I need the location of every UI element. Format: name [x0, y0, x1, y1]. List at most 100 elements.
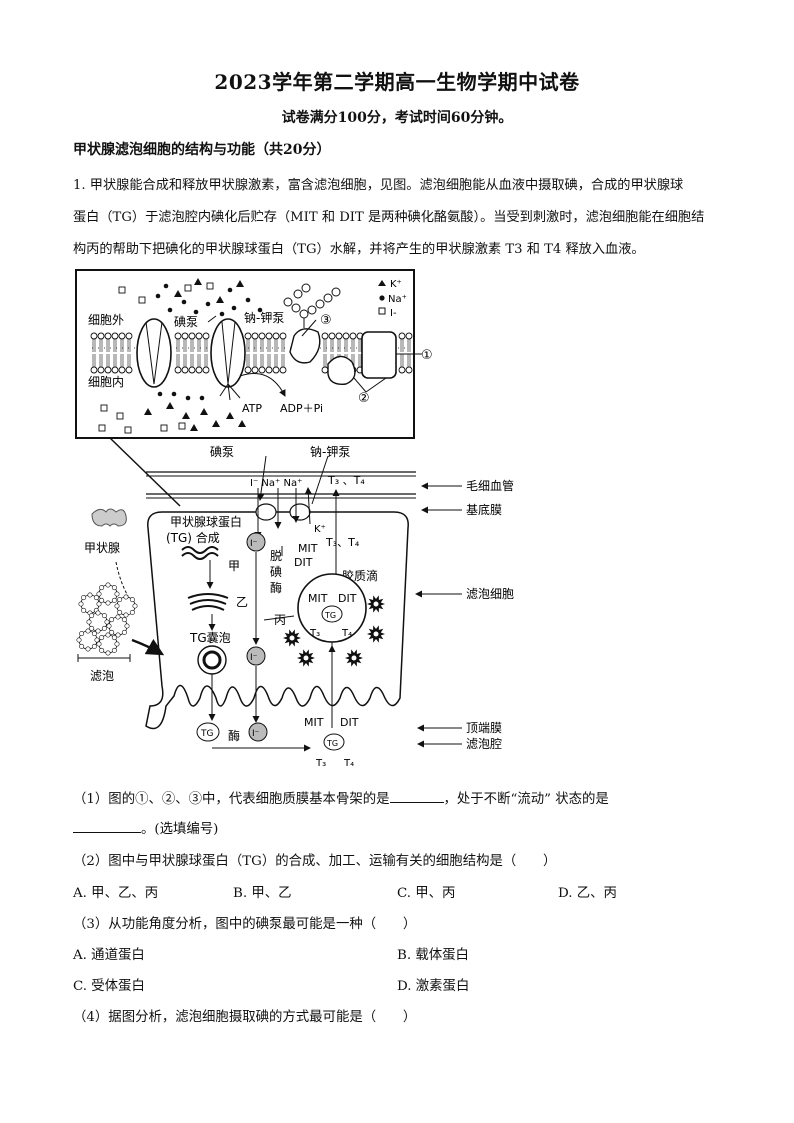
label-deiodinase-2: 碘: [270, 565, 282, 579]
label-deiodinase-3: 酶: [270, 580, 282, 595]
potassium-ion: [174, 290, 182, 297]
q3-option-b[interactable]: B. 载体蛋白: [397, 948, 469, 963]
q3-option-d[interactable]: D. 激素蛋白: [397, 979, 470, 994]
lipid-head: [104, 366, 112, 374]
iodide-ion: [206, 282, 214, 290]
label-tg-synthesis-1: 甲状腺球蛋白: [170, 514, 242, 529]
label-dit-1: DIT: [294, 556, 313, 569]
potassium-ion: [212, 420, 220, 427]
potassium-ion: [194, 278, 202, 285]
label-follicle: 滤泡: [90, 669, 114, 683]
iodide-ion: [124, 426, 132, 434]
label-outside: 细胞外: [88, 313, 124, 327]
iodide-ion: [184, 284, 192, 292]
lipid-head: [195, 332, 203, 340]
lipid-head: [125, 366, 133, 374]
q3-option-a[interactable]: A. 通道蛋白: [73, 948, 145, 963]
lipid-head: [265, 332, 273, 340]
label-tg-vesicle: TG囊泡: [189, 630, 231, 645]
label-jia: 甲: [228, 559, 240, 573]
lipid-head: [188, 332, 196, 340]
lipid-head: [279, 332, 287, 340]
label-3: ③: [320, 313, 332, 328]
subquestion-3: （3）从功能角度分析，图中的碘泵最可能是一种（ ）: [73, 917, 417, 932]
potassium-ion: [226, 412, 234, 419]
iodide-1: I⁻: [250, 539, 258, 549]
subquestion-2: （2）图中与甲状腺球蛋白（TG）的合成、加工、运输有关的细胞结构是（ ）: [73, 854, 557, 869]
q2-option-c[interactable]: C. 甲、丙: [397, 886, 456, 901]
label-inside: 细胞内: [88, 375, 124, 389]
lipid-head: [251, 366, 259, 374]
lipid-head: [321, 332, 329, 340]
bottom-mit: MIT: [304, 716, 324, 729]
iodide-ion: [138, 296, 146, 304]
capillary-wall: [146, 471, 416, 499]
iodide-ion: [178, 422, 186, 430]
label-deiodinase-1: 脱: [270, 548, 282, 563]
lipid-head: [181, 366, 189, 374]
colloid-tg: TG: [324, 611, 336, 620]
label-enzyme: 酶: [228, 728, 240, 743]
label-lumen: 滤泡腔: [466, 736, 502, 751]
q3-option-c[interactable]: C. 受体蛋白: [73, 979, 145, 994]
follicle-cluster: [76, 582, 138, 656]
iodide-ion: [116, 412, 124, 420]
sodium-ion: [157, 391, 163, 397]
lipid-head: [202, 332, 210, 340]
colloid-t4: T₄: [341, 628, 352, 639]
bottom-t3: T₃: [315, 758, 326, 769]
sodium-ion: [219, 311, 225, 317]
er-structure: [181, 546, 219, 554]
sodium-ion: [205, 301, 211, 307]
lipid-head: [272, 366, 280, 374]
thyroid-illustration: 甲状腺: [84, 508, 129, 597]
iodide-ion: [118, 286, 126, 294]
lipid-head: [118, 332, 126, 340]
tg-bottom-left: TG: [200, 729, 213, 739]
lipid-head: [111, 332, 119, 340]
sodium-ion: [231, 305, 237, 311]
potassium-ion: [182, 412, 190, 419]
lipid-head: [174, 332, 182, 340]
label-follicle-cell: 滤泡细胞: [466, 587, 514, 601]
q2-option-a[interactable]: A. 甲、乙、丙: [73, 886, 159, 901]
potassium-ion: [166, 402, 174, 409]
cell-label-t3t4-top: T₃ 、T₄: [327, 474, 365, 487]
exam-info: 试卷满分100分，考试时间60分钟。: [281, 110, 513, 126]
potassium-ion: [216, 296, 224, 303]
iodide-ion: [100, 404, 108, 412]
ions-outside: [118, 278, 263, 317]
lipid-head: [321, 366, 329, 374]
label-thyroid: 甲状腺: [84, 541, 120, 555]
stem-line-2: 蛋白（TG）于滤泡腔内碘化后贮存（MIT 和 DIT 是两种碘化酪氨酸）。当受到…: [73, 210, 705, 225]
lipid-head: [202, 366, 210, 374]
lipid-head: [272, 332, 280, 340]
lipid-head: [265, 366, 273, 374]
lipid-head: [244, 366, 252, 374]
lipid-head: [342, 332, 350, 340]
sodium-ion: [163, 283, 169, 289]
lipid-head: [258, 366, 266, 374]
membrane-inset: 细胞外 细胞内 碘泵 钠-钾泵 ATP ADP＋Pi ① ② ③ K⁺ Na⁺ …: [75, 269, 433, 439]
cell-label-na-k-pump: 钠-钾泵: [310, 444, 350, 459]
colloid-mit: MIT: [308, 592, 328, 605]
sodium-ion: [193, 309, 199, 315]
transmembrane-protein: [361, 331, 397, 379]
lipid-head: [405, 366, 413, 374]
q2-option-b[interactable]: B. 甲、乙: [233, 886, 292, 901]
sodium-ion: [245, 297, 251, 303]
label-iodine-pump: 碘泵: [174, 315, 198, 329]
lipid-head: [244, 332, 252, 340]
iodide-2: I⁻: [250, 653, 258, 663]
glycoprotein: [283, 283, 341, 364]
q2-option-d[interactable]: D. 乙、丙: [558, 886, 617, 901]
subquestion-4: （4）据图分析，滤泡细胞摄取碘的方式最可能是（ ）: [73, 1010, 417, 1025]
label-1: ①: [421, 348, 433, 363]
answer-blank-1[interactable]: [389, 788, 444, 803]
iodide-3: I⁻: [252, 729, 260, 739]
lipid-head: [90, 332, 98, 340]
na-k-pump-protein: [210, 318, 246, 388]
label-na-k-pump: 钠-钾泵: [244, 310, 284, 325]
answer-blank-2[interactable]: [73, 818, 141, 833]
sodium-ion: [171, 391, 177, 397]
